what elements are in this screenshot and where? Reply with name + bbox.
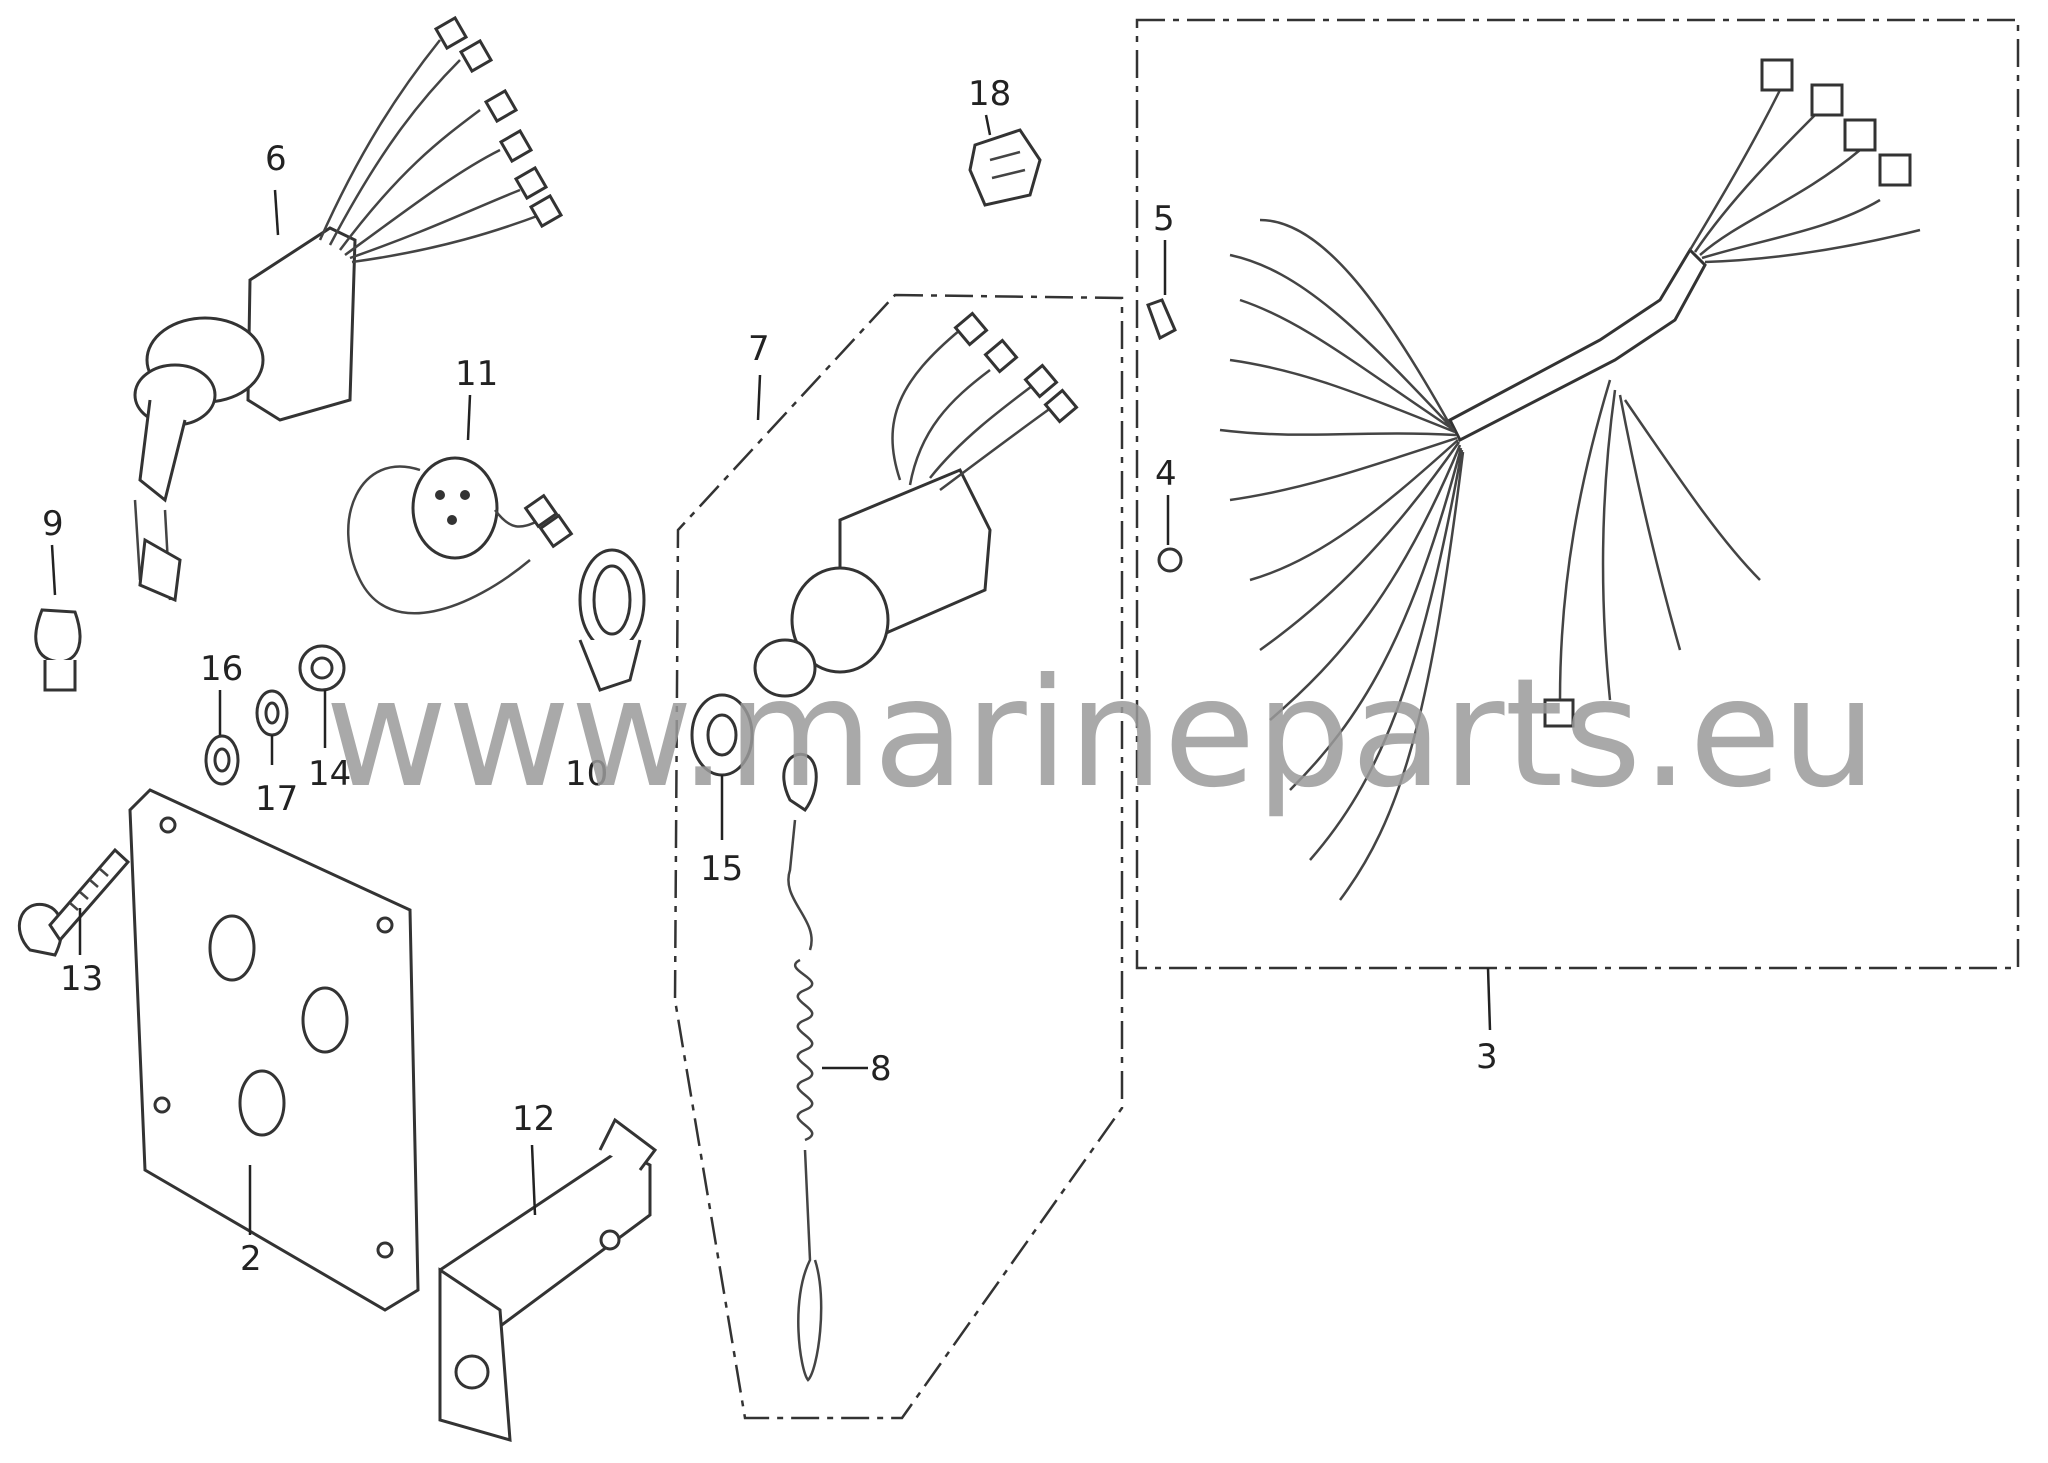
callout-9: 9 [42,504,64,544]
callout-18: 18 [968,74,1011,114]
part-clip-left [34,608,82,692]
part-nut-14 [298,644,346,692]
part-lanyard [782,752,823,1382]
callout-10: 10 [565,754,608,794]
part-buzzer [346,456,574,615]
callout-14: 14 [308,754,351,794]
callout-7: 7 [748,329,770,369]
part-washer-16 [204,734,240,786]
leader-lines [50,114,1492,1235]
part-switch-panel [128,788,420,1312]
callout-5: 5 [1153,199,1175,239]
group-box-stop-switch [673,293,1124,1420]
part-wire-harness [1219,58,1921,901]
watermark: www.marineparts.eu [325,647,1877,821]
part-screw-4 [1157,547,1183,573]
part-bracket [438,1117,658,1443]
callout-12: 12 [512,1099,555,1139]
callout-16: 16 [200,649,243,689]
callout-17: 17 [255,779,298,819]
part-stop-switch [753,311,1079,698]
part-grommet [578,548,646,692]
callout-4: 4 [1155,454,1177,494]
part-bolt [17,847,131,957]
part-connector-18 [968,128,1042,207]
callout-3: 3 [1476,1037,1498,1077]
callout-15: 15 [700,849,743,889]
callout-11: 11 [455,354,498,394]
callout-2: 2 [240,1239,262,1279]
callout-8: 8 [870,1049,892,1089]
part-main-switch [133,15,564,603]
callout-13: 13 [60,959,103,999]
callout-6: 6 [265,139,287,179]
part-pin-5 [1146,298,1177,341]
group-box-wire-harness [1135,18,2020,970]
part-washer-17 [255,689,289,737]
